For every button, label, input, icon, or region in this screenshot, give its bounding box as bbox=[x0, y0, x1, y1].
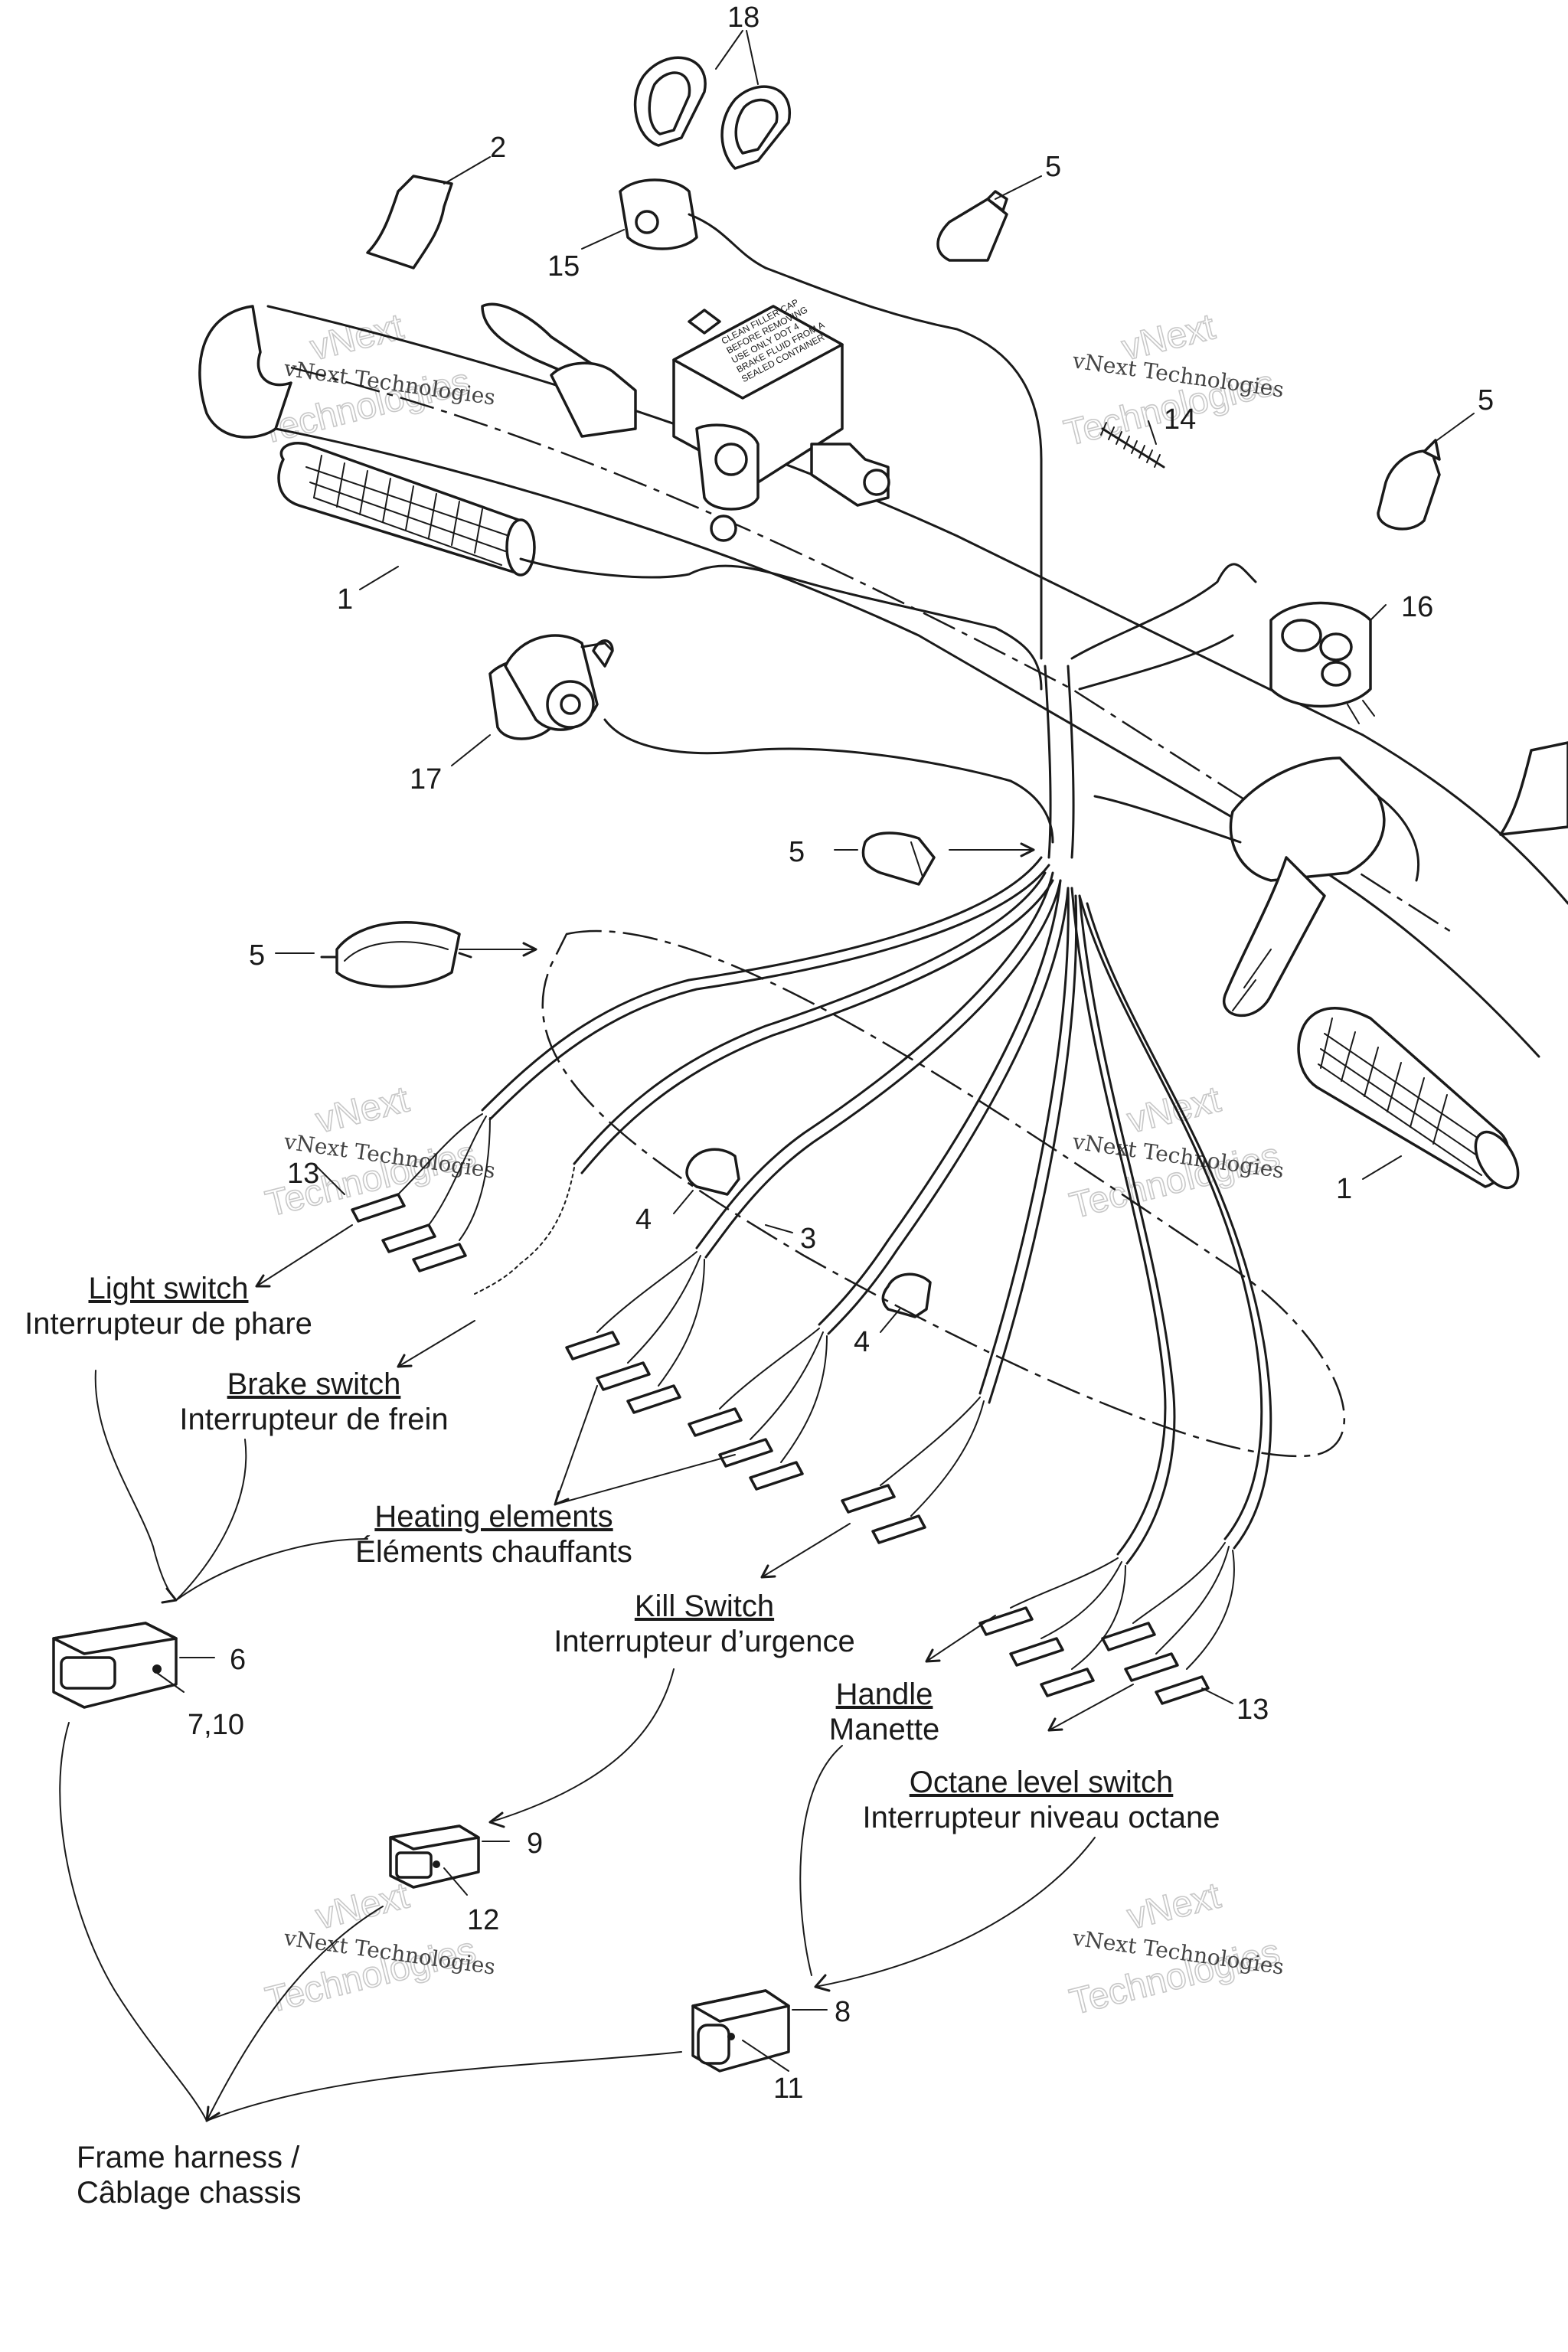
label-brake-switch-fr: Interrupteur de frein bbox=[179, 1403, 449, 1436]
callout-11: 11 bbox=[773, 2073, 803, 2105]
callout-13-left: 13 bbox=[287, 1158, 319, 1190]
terminal-pins-light-switch bbox=[351, 1113, 491, 1272]
terminal-pins-octane bbox=[1101, 1542, 1235, 1705]
callout-13-right: 13 bbox=[1236, 1694, 1269, 1726]
label-handle-en: Handle bbox=[835, 1677, 933, 1711]
cable-clips-part-18 bbox=[633, 56, 792, 170]
brake-master-cylinder: CLEAN FILLER CAP BEFORE REMOVING USE ONL… bbox=[550, 297, 890, 542]
label-heating-elements-fr: Éléments chauffants bbox=[355, 1535, 632, 1569]
heat-connector-part-15 bbox=[619, 178, 767, 270]
part-3-outline bbox=[541, 929, 1345, 1458]
clip-part-5-mid bbox=[861, 831, 936, 886]
cover-part-4-left bbox=[685, 1148, 740, 1196]
callout-12: 12 bbox=[467, 1904, 499, 1936]
brake-switch-wire-end bbox=[474, 1167, 575, 1295]
callout-5-mid: 5 bbox=[789, 836, 805, 868]
label-light-switch: Light switch Interrupteur de phare bbox=[0, 1271, 337, 1341]
callout-5-top: 5 bbox=[1045, 151, 1061, 183]
label-handle-fr: Manette bbox=[828, 1713, 940, 1746]
label-octane-level-switch: Octane level switch Interrupteur niveau … bbox=[835, 1765, 1248, 1835]
callout-2: 2 bbox=[490, 132, 506, 164]
callout-4-left: 4 bbox=[635, 1204, 652, 1236]
label-kill-switch: Kill Switch Interrupteur d’urgence bbox=[521, 1589, 888, 1659]
callout-1-left: 1 bbox=[337, 583, 353, 616]
label-kill-switch-fr: Interrupteur d’urgence bbox=[554, 1625, 855, 1658]
callout-8: 8 bbox=[835, 1996, 851, 2028]
throttle-housing bbox=[1222, 756, 1420, 1017]
cover-part-4-right bbox=[881, 1272, 932, 1318]
right-grip bbox=[1297, 1007, 1520, 1190]
label-frame-harness: Frame harness / Câblage chassis bbox=[77, 2140, 302, 2210]
callout-15: 15 bbox=[547, 250, 580, 283]
wiring-harness bbox=[481, 266, 1272, 1565]
terminal-pins-heating-2 bbox=[688, 1328, 828, 1491]
label-frame-harness-line2: Câblage chassis bbox=[77, 2176, 302, 2210]
clip-part-5-right bbox=[1377, 439, 1441, 531]
label-light-switch-en: Light switch bbox=[88, 1272, 249, 1305]
left-grip bbox=[277, 442, 536, 577]
callout-5-strap: 5 bbox=[249, 939, 265, 972]
callout-16: 16 bbox=[1401, 591, 1433, 623]
label-light-switch-fr: Interrupteur de phare bbox=[24, 1307, 312, 1341]
callout-1-right: 1 bbox=[1336, 1173, 1352, 1205]
connector-part-9 bbox=[389, 1824, 480, 1889]
tape-right bbox=[1499, 741, 1568, 836]
label-heating-elements: Heating elements Éléments chauffants bbox=[322, 1499, 666, 1570]
label-heating-elements-en: Heating elements bbox=[374, 1500, 613, 1534]
label-brake-switch-en: Brake switch bbox=[227, 1367, 401, 1401]
label-kill-switch-en: Kill Switch bbox=[634, 1589, 775, 1623]
callout-9: 9 bbox=[527, 1828, 543, 1860]
svg-text:vNext: vNext bbox=[1123, 1876, 1224, 1938]
callout-6: 6 bbox=[230, 1644, 246, 1676]
callout-7-10: 7,10 bbox=[188, 1709, 244, 1741]
connector-part-8 bbox=[691, 1989, 790, 2073]
switch-part-17 bbox=[488, 634, 614, 740]
callout-3: 3 bbox=[800, 1223, 816, 1255]
callout-4-right: 4 bbox=[854, 1326, 870, 1358]
switch-housing-part-16 bbox=[1269, 601, 1375, 724]
spiral-part-14 bbox=[1100, 422, 1165, 469]
label-octane-level-switch-en: Octane level switch bbox=[909, 1766, 1174, 1799]
svg-text:vNext: vNext bbox=[312, 1876, 413, 1938]
connector-part-6 bbox=[52, 1622, 178, 1709]
label-frame-harness-line1: Frame harness / bbox=[77, 2141, 300, 2174]
callout-14: 14 bbox=[1164, 403, 1196, 436]
routing-lines bbox=[59, 842, 1134, 2122]
terminal-pins-heating-1 bbox=[565, 1251, 705, 1414]
terminal-pins-kill bbox=[841, 1396, 985, 1544]
leader-lines bbox=[156, 30, 1475, 2072]
svg-text:vNext: vNext bbox=[312, 1080, 413, 1142]
callout-18: 18 bbox=[727, 2, 760, 34]
tie-strap-part-5 bbox=[320, 921, 472, 988]
label-octane-level-switch-fr: Interrupteur niveau octane bbox=[862, 1801, 1220, 1834]
label-brake-switch: Brake switch Interrupteur de frein bbox=[153, 1367, 475, 1437]
terminal-pins-handle bbox=[978, 1557, 1126, 1697]
callout-numbers: 18 2 5 15 14 5 16 1 17 5 5 13 4 3 4 1 6 … bbox=[188, 2, 1494, 2105]
tape-part-2 bbox=[366, 175, 453, 270]
callout-5-right: 5 bbox=[1478, 384, 1494, 416]
callout-17: 17 bbox=[410, 763, 442, 795]
clip-part-5-top bbox=[936, 190, 1008, 262]
svg-text:vNext: vNext bbox=[1123, 1080, 1224, 1142]
label-handle: Handle Manette bbox=[804, 1677, 965, 1747]
